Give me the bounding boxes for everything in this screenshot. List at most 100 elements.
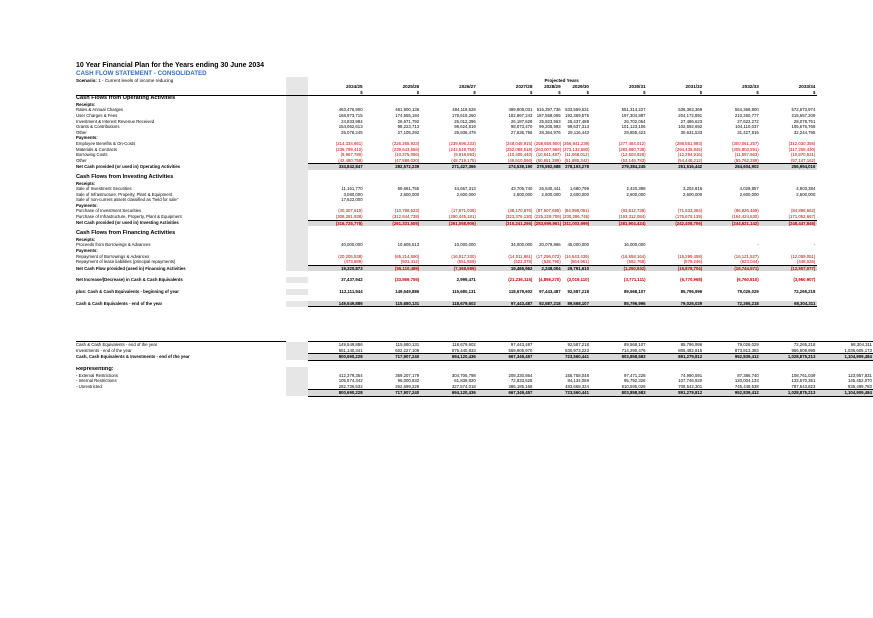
row-label: Purchase of Investment Securities	[76, 208, 142, 214]
value-cell: 327,574,018	[421, 383, 478, 391]
value-cell: 115,680,131	[364, 300, 422, 308]
row-label: Receipts:	[76, 101, 96, 107]
value-cell: (312,844,738)	[364, 214, 422, 221]
value-cell: 891,279,812	[647, 389, 705, 397]
value-cell: (308,281,938)	[308, 214, 365, 221]
value-cell: (226,265,923)	[392, 140, 420, 146]
value-cell: 2,248,004	[534, 265, 563, 272]
value-cell: 30,631,533	[680, 129, 703, 135]
row-label: Other	[76, 129, 87, 135]
value-cell: 27,105,292	[397, 129, 420, 135]
value-cell: 145,452,070	[848, 378, 872, 384]
value-cell: (53,146,783)	[590, 157, 648, 165]
value-cell: 24,833,984	[341, 118, 363, 124]
row-label: Net Cash Flow provided (used in) Financi…	[76, 265, 186, 271]
value-cell: (316,725,778)	[308, 220, 365, 227]
currency-symbol: $	[364, 89, 422, 97]
subsection-header: Payments:	[76, 248, 817, 254]
currency-symbol: $	[647, 89, 705, 97]
value-cell: 97,471,228	[624, 372, 646, 378]
row-label: Representing:	[76, 366, 114, 372]
value-cell: (12,294,916)	[677, 152, 703, 158]
value-cell: 2,600,000	[456, 191, 476, 197]
section-header: Cash Flows from Operating Activities	[76, 95, 817, 102]
value-cell	[365, 226, 422, 237]
value-cell: (283,680,738)	[618, 146, 646, 152]
value-cell: (86,826,469)	[734, 208, 759, 214]
value-cell: (294,435,845)	[675, 146, 703, 152]
value-cell: 96,000,832	[397, 378, 420, 384]
value-cell: (3,771,111)	[624, 277, 646, 283]
value-cell: (623,044)	[704, 259, 761, 266]
value-cell: 3,080,000	[343, 191, 363, 197]
value-cell: 536,363,369	[678, 107, 703, 113]
year-header: 2026/27	[459, 84, 476, 89]
value-cell: 87,386,740	[737, 372, 759, 378]
value-cell	[421, 226, 478, 237]
row-label	[76, 390, 286, 397]
value-cell: (14,643,439)	[564, 253, 589, 259]
value-cell: 19,465,962	[477, 265, 535, 272]
row-label: Repayment of lease liabilities (principa…	[76, 259, 176, 265]
row-label: Proceeds from Borrowings & Advances	[76, 242, 151, 248]
value-cell: 2,600,000	[569, 191, 589, 197]
value-cell: (17,296,072)	[536, 253, 561, 259]
table-row: Net Increase/(Decrease) in Cash & Cash E…	[76, 277, 817, 283]
value-cell: 85,796,996	[680, 289, 703, 294]
value-cell: 274,539,190	[477, 163, 535, 170]
currency-symbol: $	[562, 89, 591, 97]
value-cell: -	[757, 242, 759, 248]
value-cell: 98,073,470	[510, 124, 533, 130]
value-cell: 102,592,692	[678, 124, 703, 130]
table-row: Net Cash provided (or used in) Investing…	[76, 220, 818, 227]
value-cell: (473,589)	[308, 259, 365, 266]
value-cell: (305,803,591)	[731, 146, 759, 152]
report-title: 10 Year Financial Plan for the Years end…	[76, 62, 265, 69]
value-cell: (40,307,610)	[338, 208, 363, 214]
value-cell: (49,510,066)	[477, 157, 535, 165]
value-cell: 123,957,831	[848, 372, 872, 378]
value-cell: (281,904,424)	[590, 220, 648, 227]
year-header: 2028/29	[544, 84, 561, 89]
year-header: 2025/26	[402, 84, 420, 89]
row-label: Receipts:	[76, 236, 96, 242]
value-cell: 98,223,713	[397, 124, 420, 130]
value-cell: (288,551,893)	[675, 140, 703, 146]
value-cell: 182,867,243	[508, 112, 533, 118]
value-cell: 256,994,016	[760, 163, 818, 170]
value-cell: 10,605,513	[397, 242, 420, 248]
value-cell: 26,187,628	[510, 118, 533, 124]
value-cell: (248,048,915)	[505, 140, 533, 146]
row-label: Cash Flows from Investing Activities	[76, 173, 174, 180]
value-cell: 168,973,715	[338, 112, 363, 118]
value-cell: 1,028,875,213	[760, 353, 818, 361]
value-cell: 72,833,625	[510, 378, 533, 384]
value-cell: 334,842,847	[308, 163, 365, 170]
value-cell: (54,448,212)	[647, 157, 705, 165]
value-cell: 92,587,218	[567, 289, 589, 294]
value-cell: 25,923,563	[539, 118, 561, 124]
value-cell: 208,330,864	[508, 372, 533, 378]
value-cell: 800,690,228	[308, 353, 365, 361]
value-cell: (317,269,430)	[788, 146, 816, 152]
value-cell: 271,427,366	[421, 163, 478, 170]
cash-flow-table: Scenario: 1 - Current levels of income r…	[76, 77, 818, 308]
value-cell: 149,549,886	[395, 289, 420, 294]
value-cell: (10,870,531)	[790, 152, 816, 158]
value-cell: 85,796,996	[647, 341, 705, 348]
value-cell: 45,000,000	[567, 242, 589, 248]
value-cell	[308, 170, 365, 181]
value-cell: 99,637,313	[567, 124, 589, 130]
table-row: Materials & Contracts(236,799,410)(239,6…	[76, 146, 817, 153]
table-row: Sale of non-current assets classified as…	[76, 197, 817, 203]
value-cell: 16,000,000	[624, 242, 646, 248]
value-cell: 667,349,457	[477, 389, 535, 397]
value-cell: 29,791,610	[562, 265, 591, 272]
value-cell: 2,600,000	[541, 191, 561, 197]
scenario-value: 1 - Current levels of income reducing	[98, 78, 174, 83]
value-cell: (15,299,458)	[677, 253, 703, 259]
